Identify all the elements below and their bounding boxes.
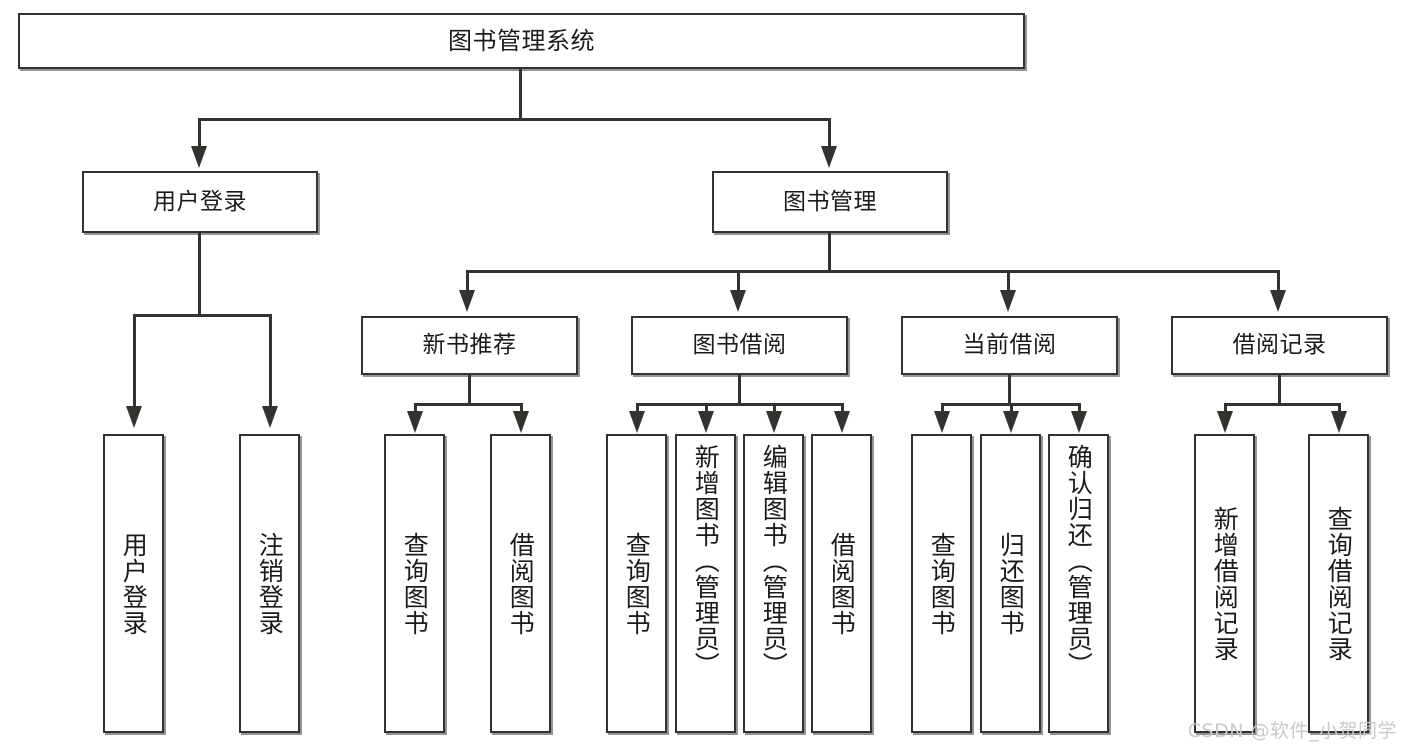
connector-bm-to-borrow-record [1277,270,1280,290]
connector-bb-to-borrow [841,403,844,411]
connector-borrow-record-bus [1224,403,1341,406]
arrowhead-leaf-borrow-book-1 [513,411,529,433]
connector-cb-to-return [1010,403,1013,411]
arrowhead-leaf-logout-login [262,406,278,428]
connector-nb-to-query [414,403,417,411]
node-root-label: 图书管理系统 [448,27,595,55]
node-leaf-add-borrow-record[interactable]: 新增借阅记录 [1194,434,1255,733]
arrowhead-leaf-confirm-return-admin [1071,411,1087,433]
connector-user-login-to-leaf1 [133,314,136,406]
connector-book-management-stem [828,233,831,272]
connector-br-to-add [1224,403,1227,411]
node-leaf-add-book-admin[interactable]: 新增图书（管理员） [675,434,736,733]
watermark: CSDN @软件_小贺同学 [1187,720,1397,742]
connector-user-login-stem [198,233,201,316]
node-leaf-query-book-2[interactable]: 查询图书 [606,434,667,733]
connector-bm-to-current-borrow [1007,270,1010,290]
node-leaf-user-login[interactable]: 用户登录 [103,434,164,733]
node-leaf-query-book-1[interactable]: 查询图书 [384,434,445,733]
connector-bm-to-new-book [466,270,469,290]
node-book-borrow[interactable]: 图书借阅 [631,316,848,375]
node-leaf-return-book[interactable]: 归还图书 [980,434,1041,733]
node-leaf-borrow-book-1[interactable]: 借阅图书 [490,434,551,733]
arrowhead-borrow-record [1270,290,1286,312]
node-leaf-return-book-label: 归还图书 [996,531,1026,636]
arrowhead-current-borrow [1000,290,1016,312]
connector-root-to-user-login [198,118,201,146]
connector-current-borrow-stem [1008,375,1011,405]
node-leaf-query-book-2-label: 查询图书 [622,531,652,636]
connector-new-book-bus [414,403,523,406]
node-leaf-confirm-return-admin[interactable]: 确认归还（管理员） [1048,434,1109,733]
arrowhead-leaf-query-book-1 [407,411,423,433]
node-current-borrow[interactable]: 当前借阅 [901,316,1118,375]
arrowhead-leaf-query-borrow-record [1331,411,1347,433]
node-leaf-query-borrow-record-label: 查询借阅记录 [1324,505,1354,662]
node-leaf-borrow-book-1-label: 借阅图书 [506,531,536,636]
connector-book-management-bus [466,270,1280,273]
connector-root-bus [198,118,831,121]
connector-br-to-query [1338,403,1341,411]
connector-root-to-book-management [828,118,831,146]
node-leaf-query-book-1-label: 查询图书 [400,531,430,636]
arrowhead-leaf-edit-book-admin [766,411,782,433]
connector-borrow-record-stem [1278,375,1281,405]
node-new-book-recommend-label: 新书推荐 [422,332,517,358]
node-current-borrow-label: 当前借阅 [962,332,1057,358]
arrowhead-leaf-query-book-3 [934,411,950,433]
arrowhead-book-management [821,146,837,168]
connector-nb-to-borrow [520,403,523,411]
node-leaf-add-book-admin-label: 新增图书（管理员） [691,444,721,678]
node-leaf-query-book-3-label: 查询图书 [927,531,957,636]
connector-cb-to-confirm [1078,403,1081,411]
connector-bm-to-book-borrow [737,270,740,290]
node-leaf-borrow-book-2-label: 借阅图书 [827,531,857,636]
node-leaf-borrow-book-2[interactable]: 借阅图书 [811,434,872,733]
node-leaf-user-login-label: 用户登录 [119,531,149,636]
node-leaf-logout-login-label: 注销登录 [255,531,285,636]
node-borrow-record[interactable]: 借阅记录 [1171,316,1388,375]
arrowhead-book-borrow [730,290,746,312]
connector-bb-to-edit [773,403,776,411]
node-user-login-label: 用户登录 [153,188,247,215]
arrowhead-leaf-user-login [126,406,142,428]
node-leaf-edit-book-admin[interactable]: 编辑图书（管理员） [743,434,804,733]
connector-book-borrow-stem [738,375,741,405]
connector-root-stem [519,69,522,120]
arrowhead-leaf-add-book-admin [698,411,714,433]
arrowhead-new-book-recommend [459,290,475,312]
connector-cb-to-query [941,403,944,411]
node-leaf-query-book-3[interactable]: 查询图书 [911,434,972,733]
node-user-login[interactable]: 用户登录 [82,171,318,233]
node-new-book-recommend[interactable]: 新书推荐 [361,316,578,375]
node-borrow-record-label: 借阅记录 [1232,332,1327,358]
arrowhead-leaf-borrow-book-2 [834,411,850,433]
arrowhead-user-login [191,146,207,168]
connector-new-book-stem [468,375,471,405]
connector-user-login-bus [133,314,270,317]
arrowhead-leaf-add-borrow-record [1217,411,1233,433]
node-leaf-query-borrow-record[interactable]: 查询借阅记录 [1308,434,1369,733]
node-root[interactable]: 图书管理系统 [18,13,1025,69]
connector-bb-to-query [636,403,639,411]
node-book-management-label: 图书管理 [783,188,877,215]
node-leaf-edit-book-admin-label: 编辑图书（管理员） [759,444,789,678]
node-leaf-logout-login[interactable]: 注销登录 [239,434,300,733]
arrowhead-leaf-return-book [1003,411,1019,433]
node-leaf-add-borrow-record-label: 新增借阅记录 [1210,505,1240,662]
node-book-management[interactable]: 图书管理 [712,171,948,233]
node-leaf-confirm-return-admin-label: 确认归还（管理员） [1064,444,1094,678]
connector-bb-to-add [705,403,708,411]
arrowhead-leaf-query-book-2 [629,411,645,433]
node-book-borrow-label: 图书借阅 [692,332,787,358]
connector-user-login-to-leaf2 [269,314,272,406]
connector-book-borrow-bus [636,403,844,406]
